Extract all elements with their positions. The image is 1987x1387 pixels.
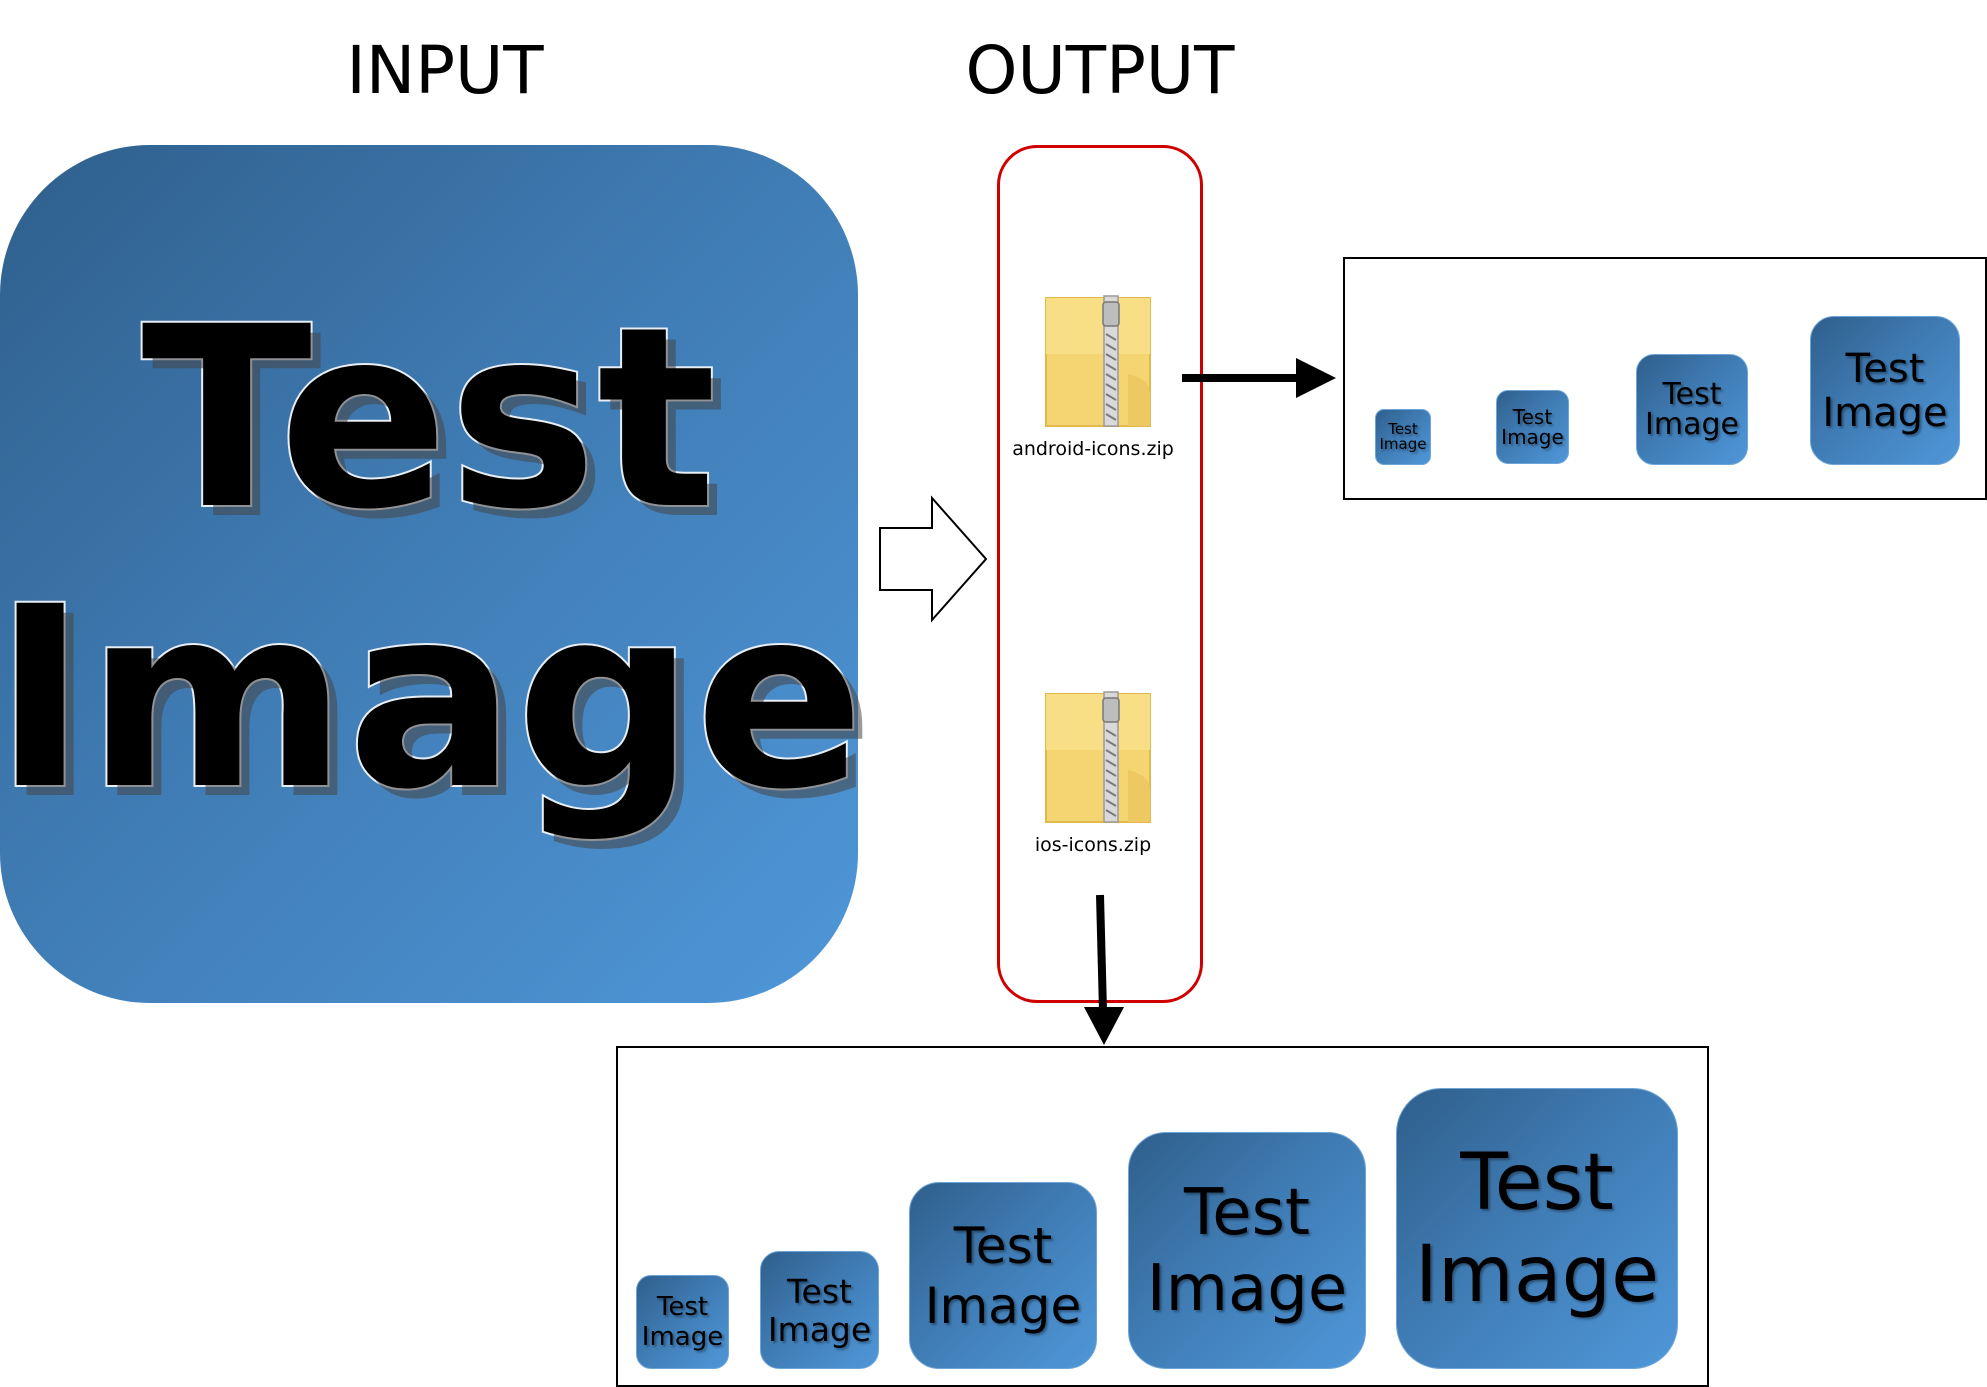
ios-zip-label[interactable]: ios-icons.zip [1034, 834, 1152, 856]
ios-icon-xs: Test Image [636, 1275, 729, 1369]
output-container [997, 145, 1203, 1003]
hollow-right-arrow-icon [879, 495, 988, 623]
input-heading: INPUT [346, 32, 544, 109]
ios-icon-lg-line2: Image [1146, 1251, 1348, 1326]
ios-icon-lg-line1: Test [1183, 1175, 1311, 1250]
android-icon-sm-line2: Image [1501, 425, 1564, 449]
android-icon-sm-line1: Test [1512, 405, 1553, 429]
ios-icon-xs-line2: Image [641, 1322, 724, 1352]
android-icon-md-line1: Test [1662, 376, 1722, 412]
ios-icon-md-line2: Image [924, 1276, 1082, 1335]
down-arrow-icon [1084, 894, 1124, 1045]
zip-folder-icon[interactable] [1042, 690, 1154, 826]
right-arrow-icon [1182, 358, 1336, 398]
android-icon-lg-line2: Image [1822, 389, 1948, 436]
input-icon-line2: Image [0, 553, 866, 844]
android-icon-xs-line1: Test [1388, 420, 1418, 438]
ios-icon-xl: Test Image [1396, 1088, 1678, 1369]
input-icon-line1: Test [139, 273, 718, 564]
ios-icon-xs-line1: Test [656, 1292, 709, 1322]
android-icons-frame: Test Image Test Image Test Image Test Im… [1343, 257, 1987, 500]
input-app-icon: Test Image [0, 145, 866, 1003]
ios-icon-sm-line2: Image [767, 1309, 872, 1349]
zip-folder-icon[interactable] [1042, 294, 1154, 430]
android-icon-md-line2: Image [1645, 406, 1739, 442]
ios-icon-sm: Test Image [760, 1251, 879, 1369]
android-icon-xs-line2: Image [1379, 435, 1427, 453]
android-icon-lg-line1: Test [1845, 345, 1925, 392]
ios-icon-md: Test Image [909, 1182, 1097, 1369]
android-icon-lg: Test Image [1810, 316, 1960, 465]
ios-icon-sm-line1: Test [787, 1271, 852, 1311]
ios-icon-xl-line1: Test [1460, 1137, 1614, 1228]
android-icon-xs: Test Image [1375, 409, 1431, 465]
ios-icons-frame: Test Image Test Image Test Image Test Im… [616, 1046, 1709, 1387]
ios-icon-md-line1: Test [953, 1216, 1053, 1275]
output-heading: OUTPUT [965, 32, 1235, 109]
ios-icon-xl-line2: Image [1414, 1229, 1660, 1320]
android-zip-label[interactable]: android-icons.zip [1012, 438, 1174, 460]
android-icon-sm: Test Image [1496, 390, 1569, 464]
android-icon-md: Test Image [1636, 354, 1748, 465]
ios-icon-lg: Test Image [1128, 1132, 1366, 1369]
